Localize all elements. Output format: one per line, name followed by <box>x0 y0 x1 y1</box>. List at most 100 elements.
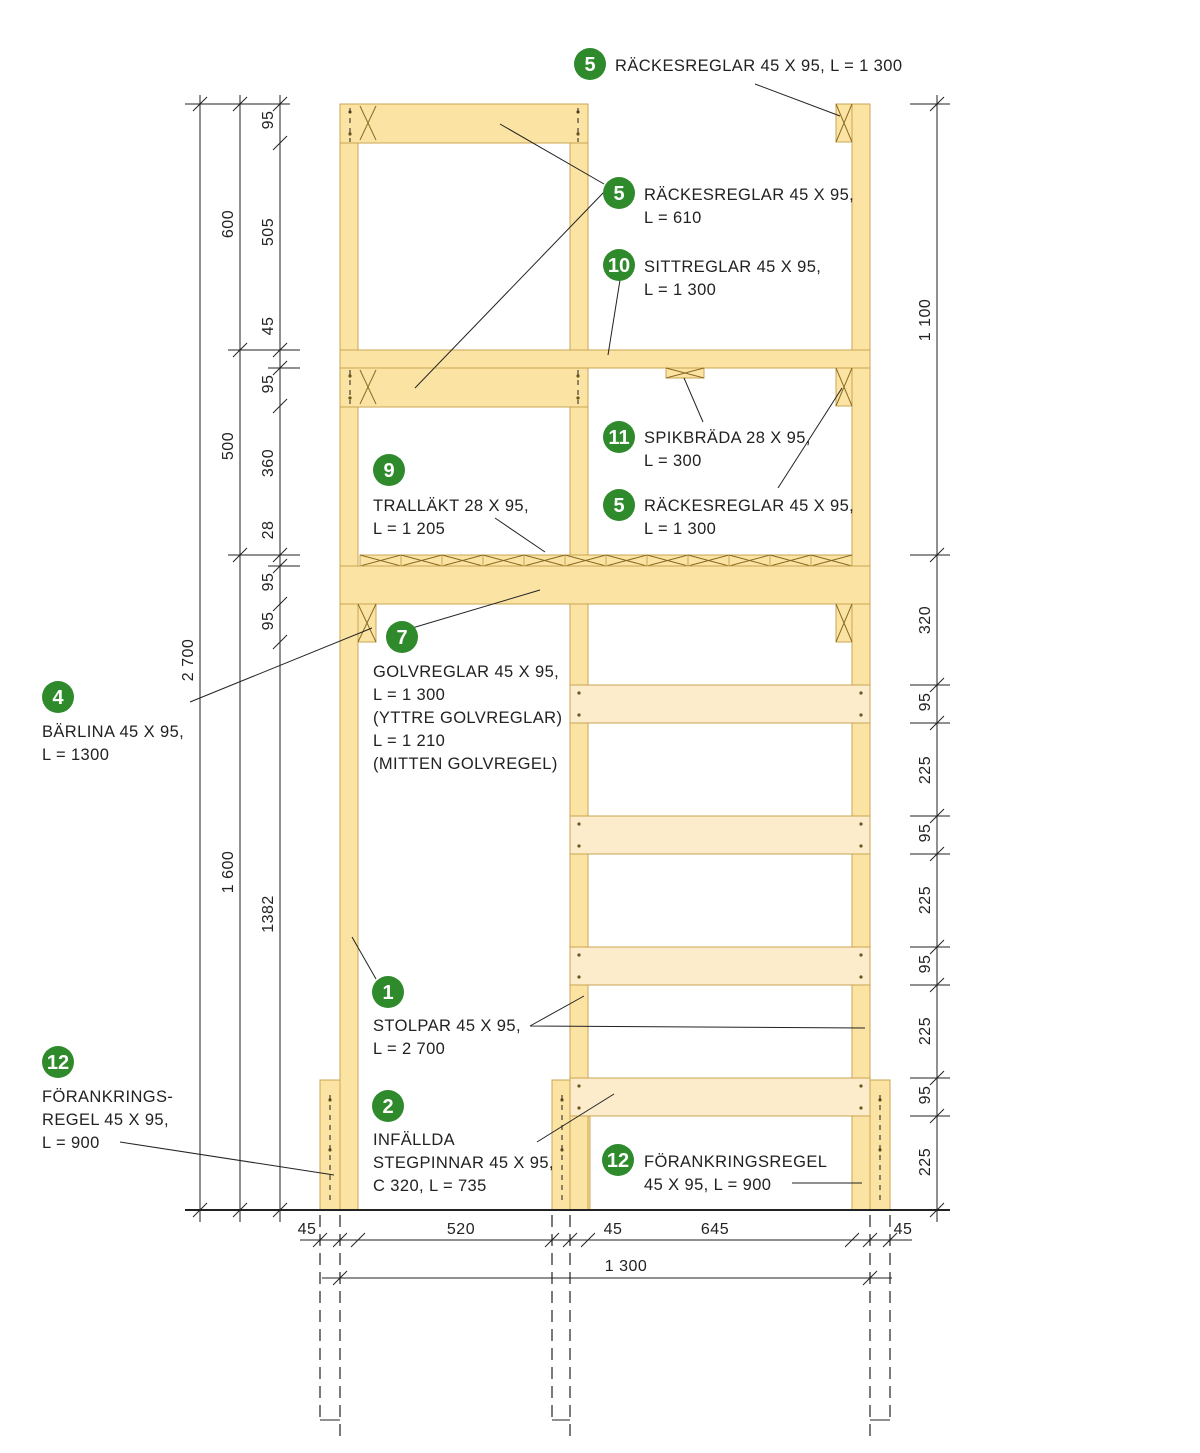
nail-dot <box>577 953 581 957</box>
callout-badge <box>42 1046 74 1078</box>
nail-dot <box>348 396 352 400</box>
callout-number: 5 <box>613 183 624 205</box>
slat-cross <box>359 554 402 567</box>
callout-label: L = 1 205 <box>373 520 445 538</box>
dimension-texts: 2 700 1 600 600 500 95 505 45 95 360 28 … <box>180 111 934 1275</box>
callout-label: RÄCKESREGLAR 45 X 95, <box>644 186 854 204</box>
callout-label: BÄRLINA 45 X 95, <box>42 723 184 741</box>
dim-right-1: 320 <box>917 606 934 634</box>
dim-tick <box>929 939 945 955</box>
callout-11: 2 INFÄLLDA STEGPINNAR 45 X 95, C 320, L … <box>372 1090 554 1195</box>
seat-rail <box>339 349 871 369</box>
dim-left-inner-8: 1382 <box>260 895 277 933</box>
slat-cross <box>441 554 484 567</box>
callout-8: 4 BÄRLINA 45 X 95, L = 1300 <box>42 681 184 764</box>
callout-label: STEGPINNAR 45 X 95, <box>373 1154 554 1172</box>
callout-label: L = 1 300 <box>644 281 716 299</box>
dim-tick <box>929 715 945 731</box>
dim-tick <box>544 1232 560 1248</box>
callout-badge <box>372 1090 404 1122</box>
callout-number: 11 <box>608 427 629 449</box>
dim-tick <box>929 1202 945 1218</box>
callout-label: SITTREGLAR 45 X 95, <box>644 258 821 276</box>
callout-label: TRALLÄKT 28 X 95, <box>373 497 529 515</box>
callout-label: STOLPAR 45 X 95, <box>373 1017 521 1035</box>
dim-bottom-total: 1 300 <box>605 1258 648 1275</box>
dim-tick <box>232 1202 248 1218</box>
callout-5: 9 TRALLÄKT 28 X 95, L = 1 205 <box>373 454 529 538</box>
dim-left-inner-0: 95 <box>260 111 277 130</box>
callout-number: 5 <box>613 495 624 517</box>
slat-cross <box>687 554 730 567</box>
dim-tick <box>272 596 288 612</box>
callout-label: C 320, L = 735 <box>373 1177 487 1195</box>
callout-10: 12 FÖRANKRINGS- REGEL 45 X 95, L = 900 <box>42 1046 173 1152</box>
nails <box>328 110 882 1152</box>
ladder-rung-3 <box>569 946 871 986</box>
dim-bottom-1: 520 <box>447 1221 475 1238</box>
callout-7: 7 GOLVREGLAR 45 X 95, L = 1 300 (YTTRE G… <box>373 621 562 773</box>
dim-tick <box>272 398 288 414</box>
dim-left-inner-6: 95 <box>260 573 277 592</box>
dim-tick <box>929 846 945 862</box>
slat-cross <box>769 554 812 567</box>
slat-cross <box>728 554 771 567</box>
dim-tick <box>272 634 288 650</box>
nail-dot <box>859 953 863 957</box>
callout-1: 5 RÄCKESREGLAR 45 X 95, L = 1 300 <box>574 48 902 80</box>
post-left <box>339 103 359 1211</box>
nail-dot <box>577 713 581 717</box>
callout-number: 9 <box>383 460 394 482</box>
dim-right-6: 95 <box>917 955 934 974</box>
dim-tick <box>580 1232 596 1248</box>
callout-label: L = 1 300 <box>644 520 716 538</box>
slat-cross <box>400 554 443 567</box>
slat-cross <box>810 554 853 567</box>
callout-badge <box>372 976 404 1008</box>
nail-dot <box>859 1084 863 1088</box>
ladder-rung-1 <box>569 684 871 724</box>
nail-dot <box>859 844 863 848</box>
dim-right-2: 95 <box>917 693 934 712</box>
dim-bottom-3: 645 <box>701 1221 729 1238</box>
dim-right-3: 225 <box>917 756 934 784</box>
hidden-edges <box>329 108 881 1205</box>
dim-tick <box>929 547 945 563</box>
dim-tick <box>929 96 945 112</box>
callout-number: 10 <box>608 255 630 277</box>
callout-6: 5 RÄCKESREGLAR 45 X 95, L = 1 300 <box>603 489 854 538</box>
nail-dot <box>859 691 863 695</box>
callout-label: L = 1300 <box>42 746 109 764</box>
dim-tick <box>272 547 288 563</box>
dim-right-9: 225 <box>917 1148 934 1176</box>
dim-bottom-0: 45 <box>298 1221 317 1238</box>
dim-tick <box>332 1232 348 1248</box>
dim-tick <box>272 1202 288 1218</box>
callout-label: L = 900 <box>42 1134 100 1152</box>
foundation-dashes <box>319 1215 891 1440</box>
callout-12: 12 FÖRANKRINGSREGEL 45 X 95, L = 900 <box>602 1144 827 1194</box>
dim-tick <box>844 1232 860 1248</box>
callout-number: 12 <box>47 1052 69 1074</box>
nail-dot <box>348 132 352 136</box>
dim-tick <box>929 977 945 993</box>
dim-tick <box>272 96 288 112</box>
dim-tick <box>862 1232 878 1248</box>
callout-label: (YTTRE GOLVREGLAR) <box>373 709 562 727</box>
dimension-lines <box>185 95 950 1286</box>
dim-tick <box>232 96 248 112</box>
callout-number: 2 <box>382 1096 393 1118</box>
dim-tick <box>862 1270 878 1286</box>
callout-label: L = 610 <box>644 209 702 227</box>
nail-dot <box>859 1106 863 1110</box>
callout-number: 12 <box>607 1150 629 1172</box>
callout-badge <box>42 681 74 713</box>
dim-tick <box>332 1270 348 1286</box>
callout-2: 5 RÄCKESREGLAR 45 X 95, L = 610 <box>603 177 854 227</box>
nail-dot <box>577 1084 581 1088</box>
slat-cross <box>646 554 689 567</box>
callout-badge <box>603 421 635 453</box>
slat-cross <box>482 554 525 567</box>
callout-label: (MITTEN GOLVREGEL) <box>373 755 558 773</box>
dim-tick <box>929 808 945 824</box>
